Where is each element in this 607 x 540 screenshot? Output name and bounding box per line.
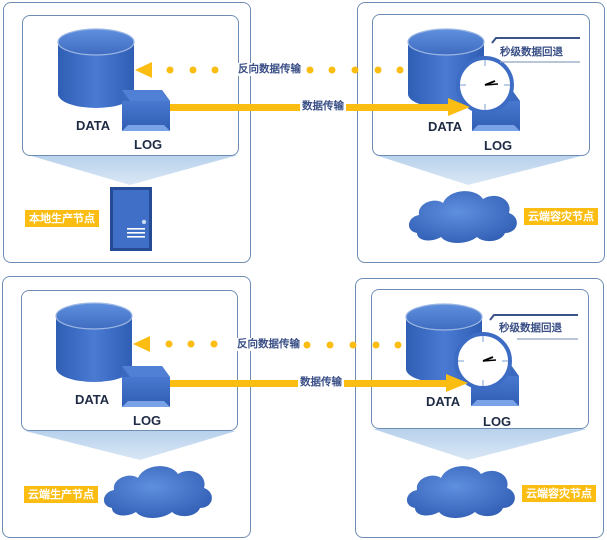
reverse-transfer-label: 反向数据传输: [236, 63, 303, 76]
data-label: DATA: [426, 394, 461, 409]
clock-icon: [454, 332, 512, 390]
rollback-label: 秒级数据回退: [500, 46, 563, 58]
node-tag-cloud-dr: 云端容灾节点: [522, 485, 596, 502]
forward-transfer-label: 数据传输: [298, 376, 344, 389]
node-tag-local-production: 本地生产节点: [25, 210, 99, 227]
data-label: DATA: [76, 118, 111, 133]
data-label: DATA: [428, 119, 463, 134]
node-tag-cloud-dr: 云端容灾节点: [524, 208, 598, 225]
clock-icon: [456, 56, 514, 114]
forward-transfer-label: 数据传输: [300, 100, 346, 113]
log-box-icon: [122, 366, 170, 407]
rollback-label: 秒级数据回退: [499, 322, 562, 334]
log-label: LOG: [483, 414, 512, 429]
log-label: LOG: [484, 138, 513, 153]
log-label: LOG: [133, 413, 162, 428]
log-label: LOG: [134, 137, 163, 152]
database-icon: [57, 28, 135, 108]
server-icon: [110, 187, 152, 251]
node-tag-cloud-production: 云端生产节点: [24, 486, 98, 503]
database-icon: [55, 302, 133, 382]
data-label: DATA: [75, 392, 110, 407]
cloud-icon: [103, 466, 212, 518]
reverse-transfer-label: 反向数据传输: [235, 338, 302, 351]
cloud-icon: [408, 191, 517, 243]
log-box-icon: [122, 90, 170, 131]
cloud-icon: [406, 466, 515, 518]
